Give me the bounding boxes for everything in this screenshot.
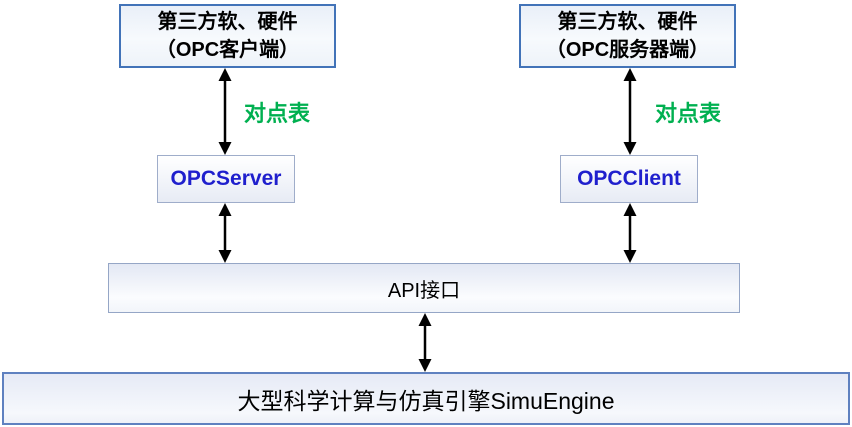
third-party-opc-server-box: 第三方软、硬件 （OPC服务器端） — [519, 4, 736, 68]
opcserver-label: OPCServer — [170, 167, 282, 190]
third-party-opc-client-line1: 第三方软、硬件 — [157, 11, 298, 33]
opcclient-box: OPCClient — [560, 155, 698, 203]
api-interface-label: API接口 — [387, 279, 461, 302]
simuengine-box: 大型科学计算与仿真引擎SimuEngine — [2, 372, 850, 425]
arrow-opcclient-to-api — [623, 203, 637, 263]
point-table-label-right: 对点表 — [655, 101, 722, 126]
arrow-client-to-opcserver — [218, 68, 232, 155]
third-party-opc-server-line1: 第三方软、硬件 — [557, 11, 698, 33]
arrow-opcserver-to-api — [218, 203, 232, 263]
opcclient-label: OPCClient — [577, 167, 681, 190]
third-party-opc-server-line2: （OPC服务器端） — [545, 39, 710, 61]
arrow-api-to-engine — [418, 313, 432, 372]
point-table-label-left: 对点表 — [244, 101, 311, 126]
api-interface-box: API接口 — [108, 263, 740, 313]
arrow-server-to-opcclient — [623, 68, 637, 155]
simuengine-label: 大型科学计算与仿真引擎SimuEngine — [237, 387, 615, 414]
opcserver-box: OPCServer — [157, 155, 295, 203]
third-party-opc-client-line2: （OPC客户端） — [155, 39, 300, 61]
third-party-opc-client-box: 第三方软、硬件 （OPC客户端） — [119, 4, 336, 68]
